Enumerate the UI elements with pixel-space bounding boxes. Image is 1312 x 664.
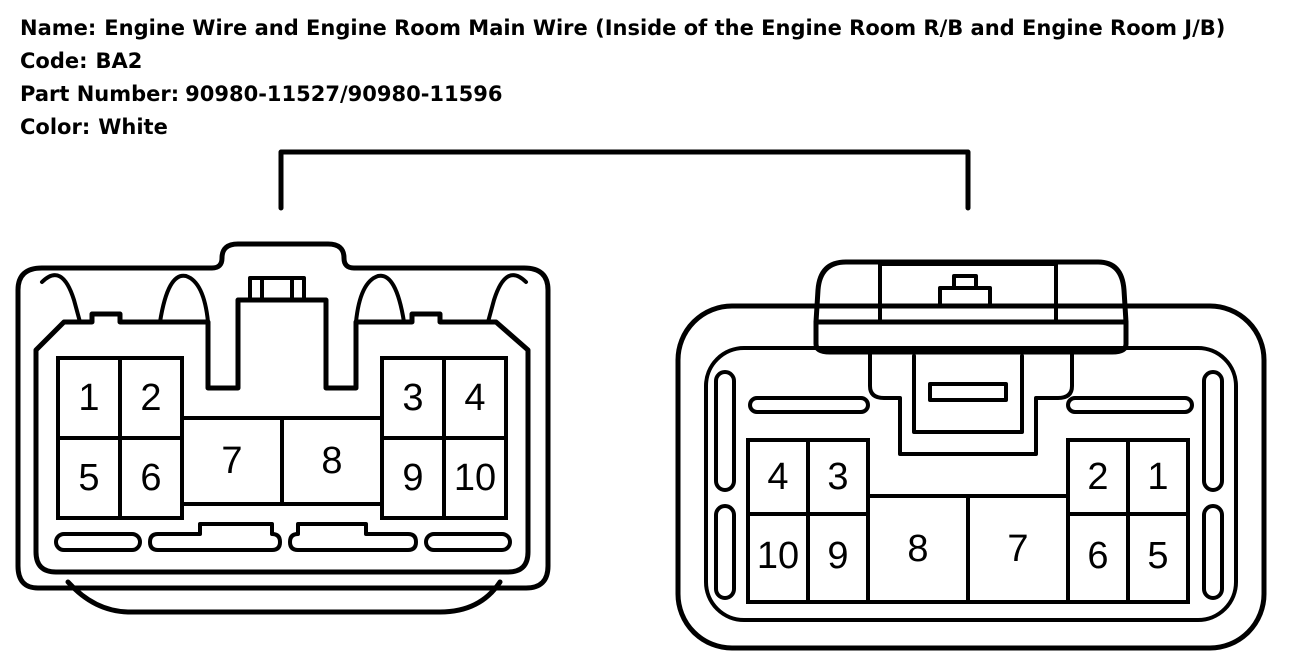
left-pin-label: 2 (140, 377, 161, 419)
right-side-rail-2 (714, 504, 736, 600)
left-connector-inner-wall (33, 297, 531, 575)
left-pin-label: 8 (321, 440, 342, 482)
left-connector-housing (15, 241, 551, 591)
right-cavity-5 (1126, 512, 1190, 604)
right-lock-tab-top (952, 274, 978, 290)
left-cavity-10 (442, 436, 508, 520)
right-side-rail-4 (1202, 504, 1224, 600)
left-pin-label: 4 (464, 377, 485, 419)
left-pin-label: 10 (454, 457, 496, 499)
right-pin-label: 1 (1147, 456, 1168, 498)
right-pin-label: 5 (1147, 535, 1168, 577)
left-pin-label: 7 (221, 440, 242, 482)
right-cavity-7 (966, 494, 1070, 604)
right-pin-label: 4 (767, 456, 788, 498)
right-lock-window (878, 262, 1058, 324)
left-side-latch-3 (354, 273, 406, 324)
right-pin-label: 3 (827, 456, 848, 498)
name-label: Name: (20, 16, 97, 40)
left-bottom-slot-4 (424, 532, 512, 552)
color-label: Color: (20, 115, 91, 139)
right-lock-housing (813, 259, 1129, 325)
left-pin-label: 5 (78, 457, 99, 499)
part-number-label: Part Number: (20, 82, 180, 106)
pairing-bracket (278, 149, 971, 211)
left-side-latch-4 (486, 273, 528, 324)
right-cavity-3 (806, 438, 870, 516)
right-cavity-1 (1126, 438, 1190, 516)
name-value: Engine Wire and Engine Room Main Wire (I… (104, 16, 1226, 40)
left-pin-label: 3 (402, 377, 423, 419)
right-pin-label: 2 (1087, 456, 1108, 498)
right-pin-label: 8 (907, 528, 928, 570)
left-pin-label: 9 (402, 457, 423, 499)
left-pin-label: 6 (140, 457, 161, 499)
connector-info: Name: Engine Wire and Engine Room Main Wi… (20, 12, 1225, 144)
right-side-rail-3 (1202, 370, 1224, 492)
right-lock-stem-notch (928, 382, 1008, 402)
right-pin-label: 9 (827, 535, 848, 577)
right-pin-label: 10 (757, 535, 799, 577)
name-row: Name: Engine Wire and Engine Room Main Wi… (20, 12, 1225, 45)
left-cavity-6 (118, 436, 184, 520)
left-connector: 1 2 3 4 5 6 7 8 9 10 (15, 241, 551, 615)
right-top-rail-right (1066, 396, 1194, 414)
right-lock-stem (868, 350, 1074, 456)
part-number-value: 90980-11527/90980-11596 (185, 82, 503, 106)
left-connector-skirt (65, 579, 503, 615)
left-bottom-slot-1 (54, 532, 142, 552)
part-number-row: Part Number:90980-11527/90980-11596 (20, 78, 1225, 111)
left-bottom-slot-3 (288, 522, 418, 552)
right-cavity-6 (1066, 512, 1130, 604)
code-value: BA2 (95, 49, 143, 73)
right-side-rail-1 (714, 370, 736, 492)
right-connector-inner-wall (704, 346, 1238, 622)
left-cavity-7 (180, 416, 284, 506)
right-top-rail-left (748, 396, 870, 414)
left-side-latch-1 (40, 273, 82, 324)
color-value: White (98, 115, 168, 139)
left-lock-tab (248, 276, 306, 302)
left-cavity-9 (380, 436, 446, 520)
right-lock-stem-inner (912, 354, 1024, 434)
color-row: Color: White (20, 111, 1225, 144)
right-cavity-10 (746, 512, 810, 604)
right-pin-label: 6 (1087, 535, 1108, 577)
left-pin-label: 1 (78, 377, 99, 419)
right-pin-label: 7 (1007, 528, 1028, 570)
code-row: Code: BA2 (20, 45, 1225, 78)
left-cavity-4 (442, 356, 508, 440)
left-side-latch-2 (158, 273, 210, 324)
left-bottom-slot-2 (148, 522, 282, 552)
code-label: Code: (20, 49, 88, 73)
right-connector: 4 3 2 1 10 9 8 7 6 5 (675, 259, 1267, 651)
right-lock-tab (938, 286, 992, 308)
right-cavity-8 (866, 494, 970, 604)
right-lock-base (813, 319, 1129, 355)
left-cavity-8 (280, 416, 384, 506)
left-cavity-2 (118, 356, 184, 440)
